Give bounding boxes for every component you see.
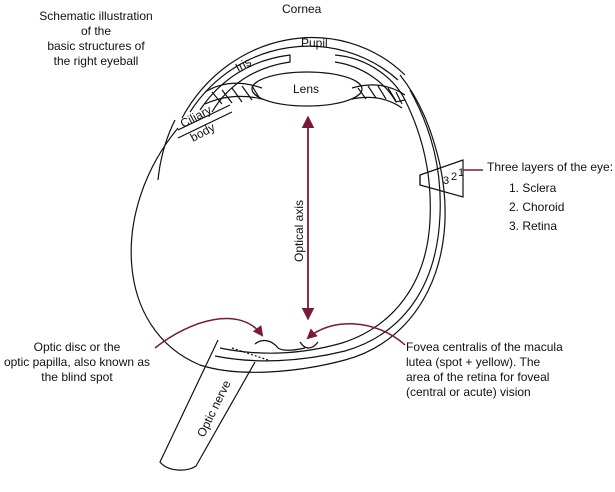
fovea-line: (central or acute) vision [406,385,531,399]
ciliary-pointer [177,104,233,139]
layers-legend: Three layers of the eye: 1. Sclera 2. Ch… [487,160,613,234]
iris-right [334,54,406,103]
optic-disc-dots [231,347,269,361]
optic-disc-line: Optic disc or the [33,340,121,354]
fovea-line: lutea (spot + yellow). The [406,355,541,369]
fovea-line: area of the retina for foveal [406,370,550,384]
optic-disc-bump [254,339,306,351]
layer-item: 3. Retina [509,219,558,233]
cornea-label: Cornea [282,2,322,16]
retina-outline [219,99,431,354]
iris-label: Iris [233,55,254,75]
optic-disc-pointer [154,317,264,349]
optic-nerve-label: Optic nerve [194,378,234,440]
title-line: of the [80,24,112,38]
optic-disc-line: the blind spot [41,370,113,384]
sclera-outline [130,74,446,373]
diagram-title: Schematic illustration of the basic stru… [30,9,162,69]
optical-axis-label: Optical axis [292,200,306,262]
optic-disc-line: optic papilla, also known as [3,355,151,369]
optic-disc-annotation: Optic disc or the optic papilla, also kn… [2,340,152,385]
layer-number-1: 1 [458,167,464,179]
fovea-pointer [306,323,406,346]
ciliary-body-left [204,82,263,93]
title-line: the right eyeball [53,54,139,68]
lens-label: Lens [293,82,320,96]
lens-shape [251,71,363,107]
layer-item: 2. Choroid [509,200,565,214]
ciliary-body-right [351,84,406,96]
choroid-outline [214,89,441,362]
layer-number-3: 3 [443,175,449,187]
title-line: Schematic illustration [39,9,153,23]
optic-nerve-outline [159,339,256,471]
layer-number-2: 2 [451,171,457,183]
inner-layer-left [157,119,176,181]
fovea-dip [299,341,319,349]
layers-heading: Three layers of the eye: [487,160,614,174]
fovea-annotation: Fovea centralis of the macula lutea (spo… [406,340,563,400]
fovea-line: Fovea centralis of the macula [406,340,563,354]
pupil-label: Pupil [301,36,328,50]
title-line: basic structures of [47,39,145,53]
layer-item: 1. Sclera [509,181,557,195]
cornea-outline [181,37,406,119]
cornea-inner [189,45,399,113]
